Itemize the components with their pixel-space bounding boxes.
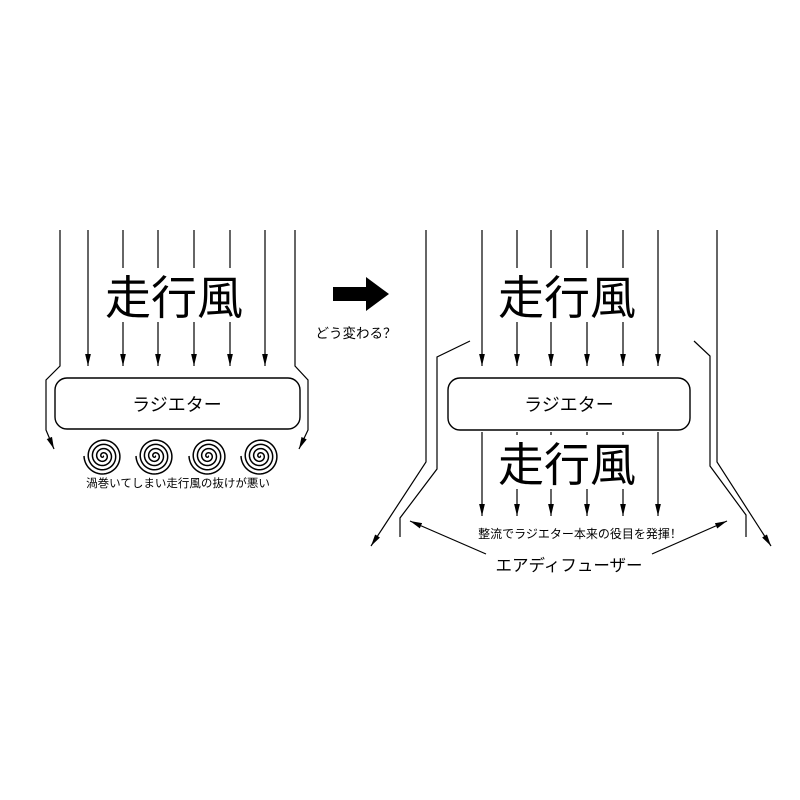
transition-question: どう変わる？ <box>316 325 397 342</box>
transition: どう変わる？ <box>316 277 397 342</box>
spiral-icon <box>83 439 121 475</box>
left-panel: 走行風 ラジエター 渦巻いてしまい走行風の抜けが悪い <box>45 230 309 490</box>
diffuser-label: エアディフューザー <box>495 555 642 575</box>
outer-airflow-arrow-right <box>716 230 772 547</box>
deflected-airflow-arrow-left <box>45 230 61 450</box>
wind-label-backdrop <box>100 268 248 322</box>
wind-label-bottom: 走行風 <box>498 438 636 492</box>
wind-label-bottom-backdrop <box>493 435 641 489</box>
wind-label-top-backdrop <box>493 268 641 322</box>
radiator-box <box>447 377 691 431</box>
right-caption: 整流でラジエター本来の役目を発揮！ <box>478 526 682 541</box>
spiral-icon <box>135 439 173 475</box>
radiator-label: ラジエター <box>132 395 222 416</box>
outer-airflow-arrow-left <box>370 230 427 547</box>
radiator-box <box>54 377 301 430</box>
air-diffuser-right <box>693 340 747 537</box>
diffuser-pointer-left <box>409 520 487 555</box>
spiral-icon <box>240 439 278 475</box>
wind-label-top: 走行風 <box>498 271 636 325</box>
right-caption-backdrop <box>468 524 692 542</box>
diffuser-pointer-right <box>651 520 728 555</box>
deflected-airflow-arrow-right <box>294 230 309 450</box>
left-caption: 渦巻いてしまい走行風の抜けが悪い <box>86 476 270 490</box>
right-arrow-icon <box>333 277 389 311</box>
right-panel: 走行風 ラジエター 走行風 整流でラジエター本来の役目を発揮！ エアディフューザ… <box>370 230 772 575</box>
air-diffuser-left <box>399 340 471 537</box>
wind-label: 走行風 <box>105 271 243 325</box>
spiral-icon <box>188 439 226 475</box>
radiator-label: ラジエター <box>524 395 614 416</box>
